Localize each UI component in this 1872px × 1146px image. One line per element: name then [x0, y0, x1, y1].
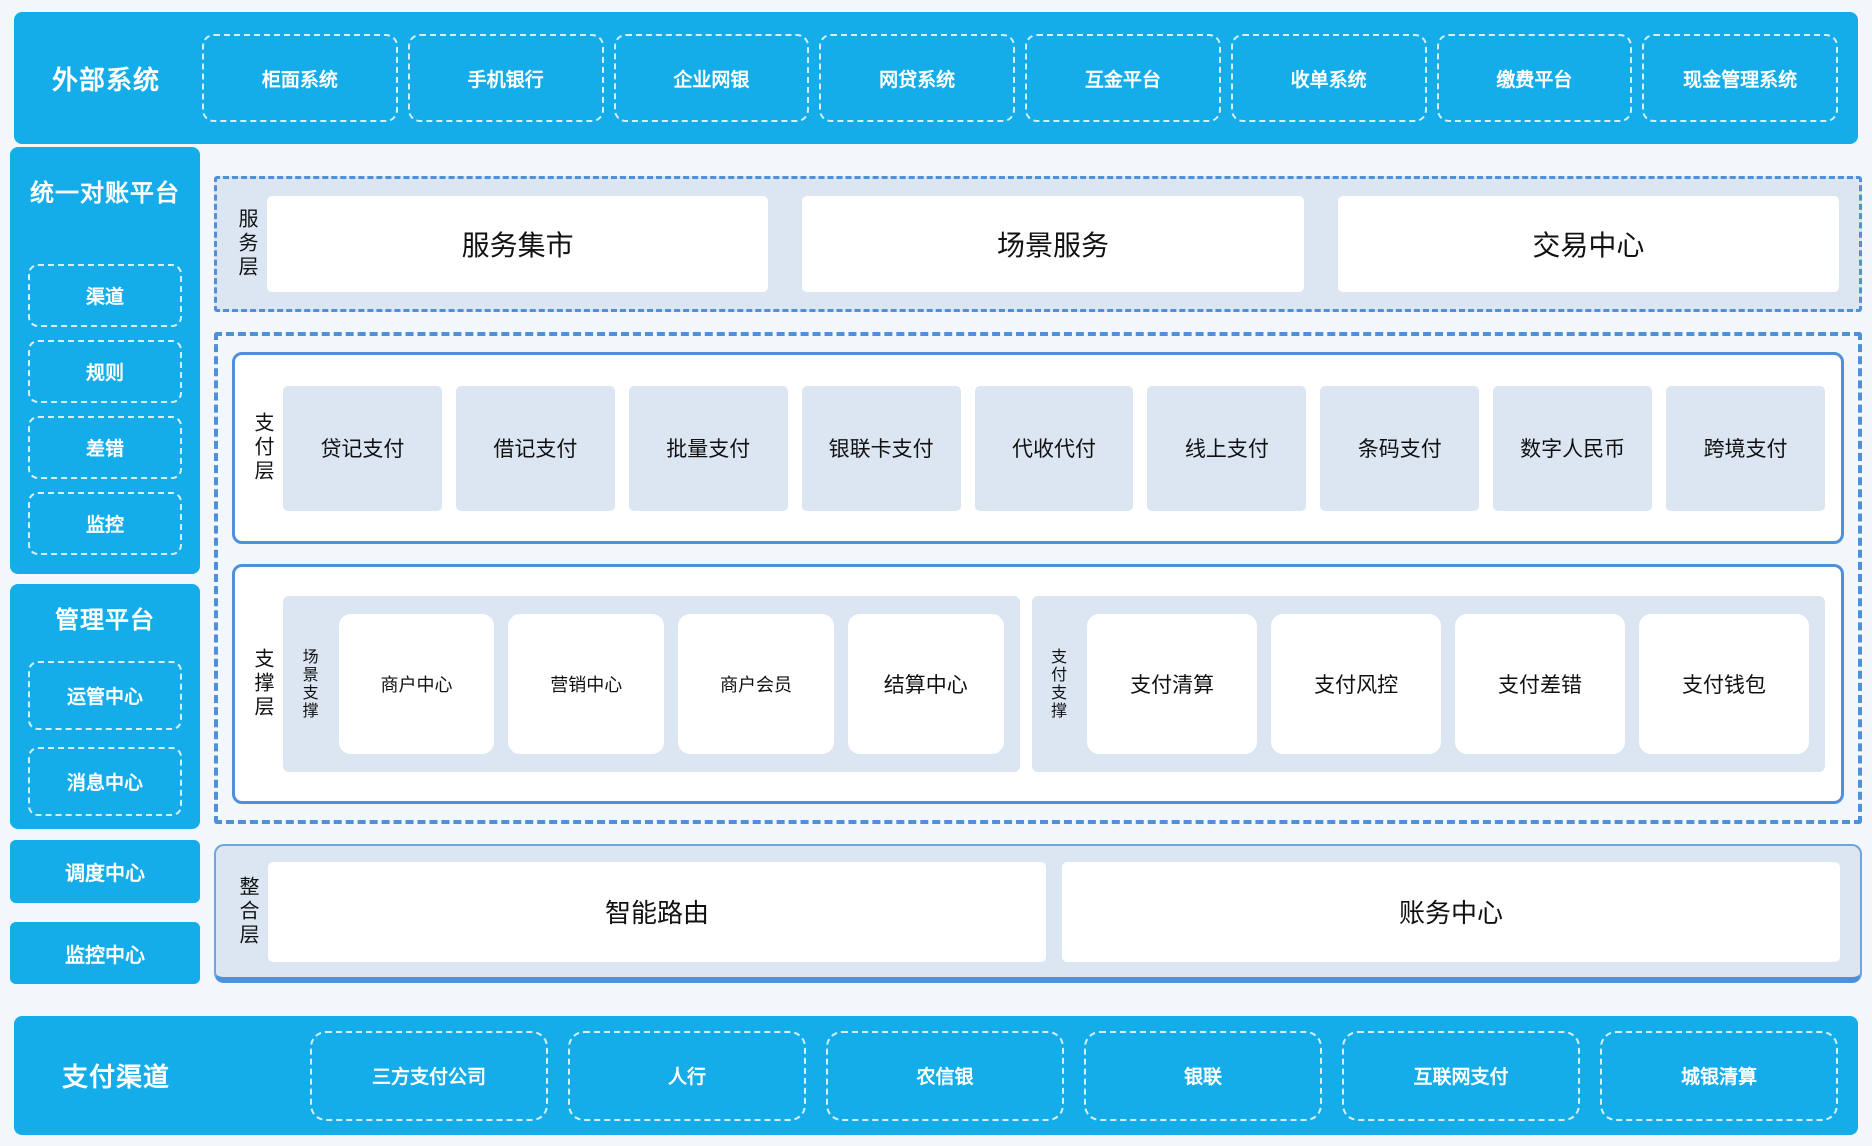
external-system-item: 企业网银	[613, 34, 810, 122]
payment-channels-title: 支付渠道	[62, 1062, 171, 1092]
management-item: 运管中心	[28, 661, 182, 730]
external-system-item: 缴费平台	[1436, 34, 1633, 122]
payment-item: 贷记支付	[283, 385, 442, 511]
payment-item: 线上支付	[1147, 385, 1307, 511]
support-layer-panels: 场景支撑 商户中心 营销中心 商户会员 结算中心 支付支撑 支付清算 支付风控 …	[283, 596, 1825, 772]
payment-channels-bar: 支付渠道 三方支付公司 人行 农信银 银联 互联网支付 城银清算	[14, 1016, 1858, 1135]
service-layer-label: 服务层	[235, 208, 257, 280]
support-layer-label: 支撑层	[251, 648, 273, 720]
external-system-item: 手机银行	[407, 34, 604, 122]
payment-channel-item: 城银清算	[1600, 1030, 1838, 1121]
payment-item: 条码支付	[1320, 385, 1480, 511]
reconciliation-platform-card: 统一对账平台 渠道 规则 差错 监控	[10, 147, 200, 574]
scene-support-label: 场景支撑	[299, 648, 317, 720]
payment-support-item: 支付风控	[1271, 614, 1442, 754]
management-item: 消息中心	[28, 747, 182, 816]
payment-channel-item: 人行	[568, 1030, 806, 1121]
service-layer-boxes: 服务集市 场景服务 交易中心	[267, 196, 1839, 292]
payment-item: 借记支付	[455, 385, 615, 511]
sidebar: 统一对账平台 渠道 规则 差错 监控 管理平台 运管中心 消息中心 调度中心 监…	[10, 147, 200, 984]
payment-support-wrapper: 支付层 贷记支付 借记支付 批量支付 银联卡支付 代收代付 线上支付 条码支付 …	[214, 332, 1862, 824]
external-systems-items: 柜面系统 手机银行 企业网银 网贷系统 互金平台 收单系统 缴费平台 现金管理系…	[202, 34, 1838, 122]
payment-item: 跨境支付	[1666, 385, 1826, 511]
integration-layer: 整合层 智能路由 账务中心	[214, 844, 1862, 983]
service-box: 交易中心	[1337, 196, 1839, 292]
payment-support-item: 支付差错	[1455, 614, 1626, 754]
middle-region: 统一对账平台 渠道 规则 差错 监控 管理平台 运管中心 消息中心 调度中心 监…	[10, 144, 1862, 984]
payment-layer-items: 贷记支付 借记支付 批量支付 银联卡支付 代收代付 线上支付 条码支付 数字人民…	[283, 385, 1826, 511]
service-layer: 服务层 服务集市 场景服务 交易中心	[214, 176, 1862, 312]
reconciliation-item: 差错	[28, 416, 182, 479]
payment-item: 代收代付	[974, 385, 1134, 511]
integration-box: 账务中心	[1062, 861, 1840, 962]
integration-layer-label: 整合层	[236, 875, 258, 948]
payment-channels-items: 三方支付公司 人行 农信银 银联 互联网支付 城银清算	[310, 1030, 1838, 1121]
scene-support-item: 营销中心	[508, 614, 665, 754]
external-system-item: 互金平台	[1025, 34, 1221, 122]
reconciliation-item: 监控	[28, 492, 182, 555]
payment-support-label: 支付支撑	[1048, 648, 1066, 720]
management-platform-card: 管理平台 运管中心 消息中心	[10, 584, 200, 829]
service-box: 场景服务	[802, 196, 1304, 292]
external-systems-title: 外部系统	[52, 64, 161, 95]
external-system-item: 现金管理系统	[1642, 34, 1838, 122]
payment-support-item: 支付钱包	[1639, 614, 1809, 754]
scene-support-item: 商户会员	[678, 614, 834, 754]
external-system-item: 收单系统	[1230, 34, 1427, 122]
external-system-item: 柜面系统	[202, 34, 398, 122]
scene-support-panel: 场景支撑 商户中心 营销中心 商户会员 结算中心	[283, 596, 1020, 772]
reconciliation-item: 规则	[28, 340, 182, 403]
external-systems-bar: 外部系统 柜面系统 手机银行 企业网银 网贷系统 互金平台 收单系统 缴费平台 …	[14, 12, 1858, 144]
integration-box: 智能路由	[268, 861, 1046, 962]
payment-item: 银联卡支付	[801, 385, 961, 511]
scene-support-item: 结算中心	[847, 614, 1004, 754]
payment-channel-item: 三方支付公司	[310, 1030, 548, 1121]
payment-channel-item: 银联	[1084, 1030, 1322, 1121]
payment-channel-item: 互联网支付	[1342, 1030, 1580, 1121]
reconciliation-items: 渠道 规则 差错 监控	[28, 264, 182, 555]
layers-main: 服务层 服务集市 场景服务 交易中心 支付层 贷记支付 借记支付 批量支付 银联…	[214, 176, 1862, 984]
management-items: 运管中心 消息中心	[28, 661, 182, 816]
integration-layer-boxes: 智能路由 账务中心	[268, 861, 1840, 962]
external-system-item: 网贷系统	[819, 34, 1015, 122]
support-layer: 支撑层 场景支撑 商户中心 营销中心 商户会员 结算中心 支付支撑 支付清算	[232, 564, 1844, 804]
payment-support-item: 支付清算	[1087, 614, 1258, 754]
payment-channel-item: 农信银	[826, 1030, 1064, 1121]
reconciliation-platform-title: 统一对账平台	[30, 180, 180, 207]
monitor-center-block: 监控中心	[10, 922, 200, 984]
payment-item: 数字人民币	[1493, 385, 1653, 511]
management-platform-title: 管理平台	[55, 607, 155, 634]
payment-layer-label: 支付层	[251, 412, 273, 484]
payment-layer: 支付层 贷记支付 借记支付 批量支付 银联卡支付 代收代付 线上支付 条码支付 …	[232, 352, 1844, 544]
reconciliation-item: 渠道	[28, 264, 182, 327]
payment-item: 批量支付	[628, 385, 788, 511]
service-box: 服务集市	[267, 196, 769, 292]
scene-support-item: 商户中心	[338, 614, 495, 754]
dispatch-center-block: 调度中心	[10, 840, 200, 903]
payment-support-panel: 支付支撑 支付清算 支付风控 支付差错 支付钱包	[1031, 596, 1825, 772]
